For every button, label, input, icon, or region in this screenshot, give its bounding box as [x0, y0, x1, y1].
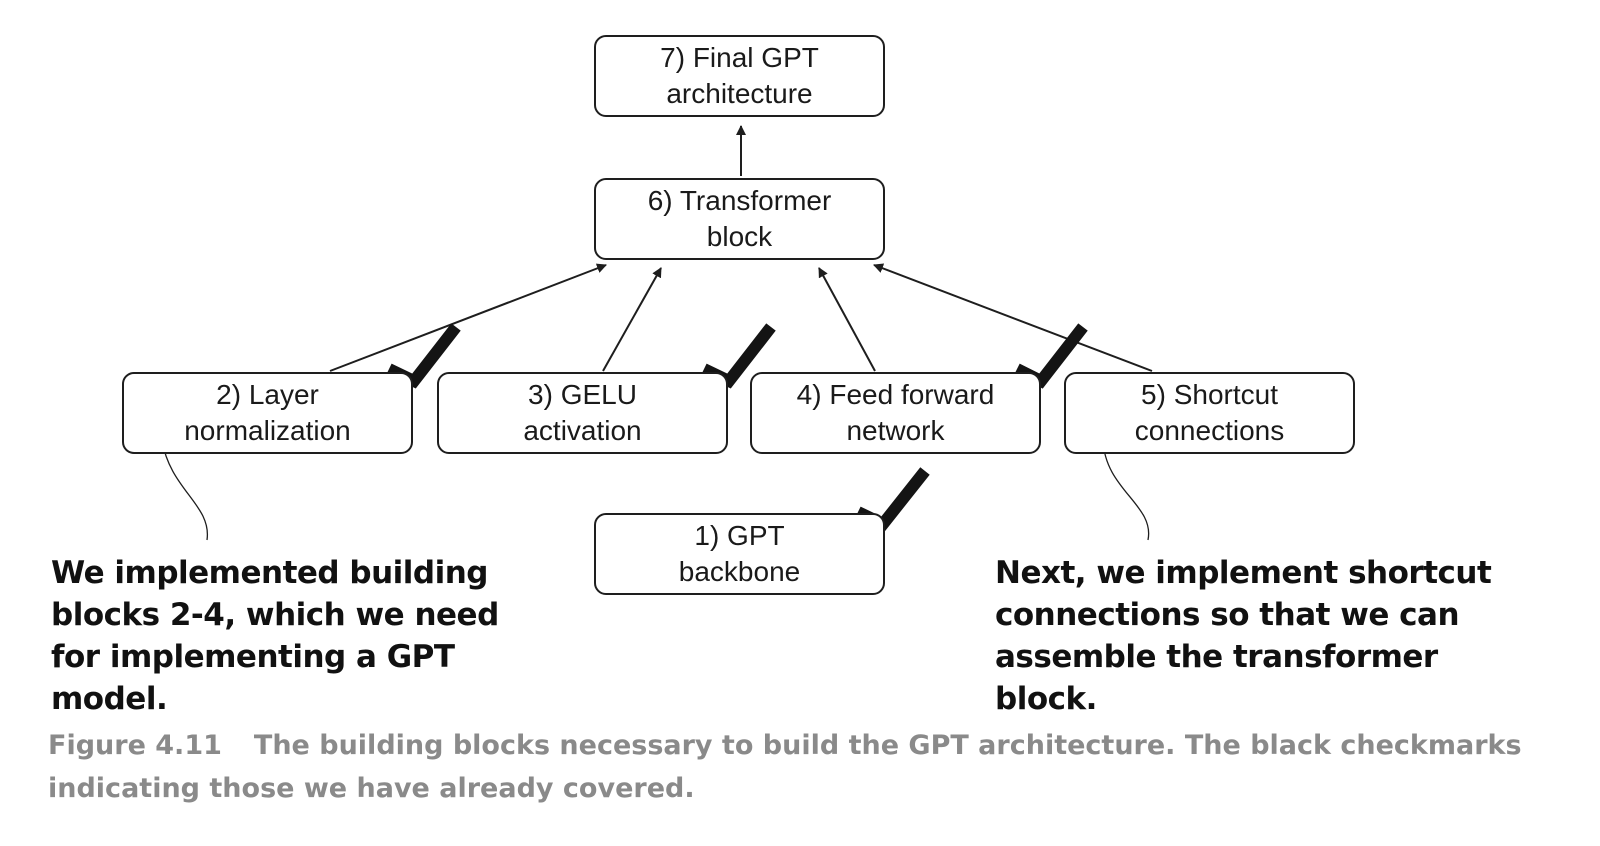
box-feed-forward-network: 4) Feed forward network — [750, 372, 1041, 454]
box-final-gpt-architecture: 7) Final GPT architecture — [594, 35, 885, 117]
pointer-right-note — [1097, 438, 1150, 541]
figure-caption-text: The building blocks necessary to build t… — [48, 730, 1522, 804]
arrow-gelu-to-transformer — [602, 267, 662, 372]
arrow-layernorm-to-transformer — [329, 263, 607, 372]
box-gpt-backbone: 1) GPT backbone — [594, 513, 885, 595]
box-layer-normalization: 2) Layer normalization — [122, 372, 413, 454]
arrow-feedforward-to-transformer — [818, 267, 876, 372]
arrow-shortcut-to-transformer — [873, 263, 1153, 372]
box-shortcut-connections-label: 5) Shortcut connections — [1134, 379, 1285, 446]
box-transformer-block: 6) Transformer block — [594, 178, 885, 260]
pointer-left-note — [157, 438, 208, 541]
box-layer-normalization-label: 2) Layer normalization — [184, 379, 351, 446]
box-gpt-backbone-label: 1) GPT backbone — [678, 520, 801, 587]
box-gelu-activation-label: 3) GELU activation — [523, 379, 642, 446]
box-shortcut-connections: 5) Shortcut connections — [1064, 372, 1355, 454]
note-next-shortcut: Next, we implement shortcut connections … — [995, 555, 1492, 717]
box-gelu-activation: 3) GELU activation — [437, 372, 728, 454]
box-final-gpt-architecture-label: 7) Final GPT architecture — [660, 42, 819, 109]
note-implemented-blocks: We implemented building blocks 2-4, whic… — [51, 555, 499, 717]
box-feed-forward-network-label: 4) Feed forward network — [796, 379, 995, 446]
box-transformer-block-label: 6) Transformer block — [647, 185, 832, 252]
figure-number: Figure 4.11 — [48, 730, 222, 761]
